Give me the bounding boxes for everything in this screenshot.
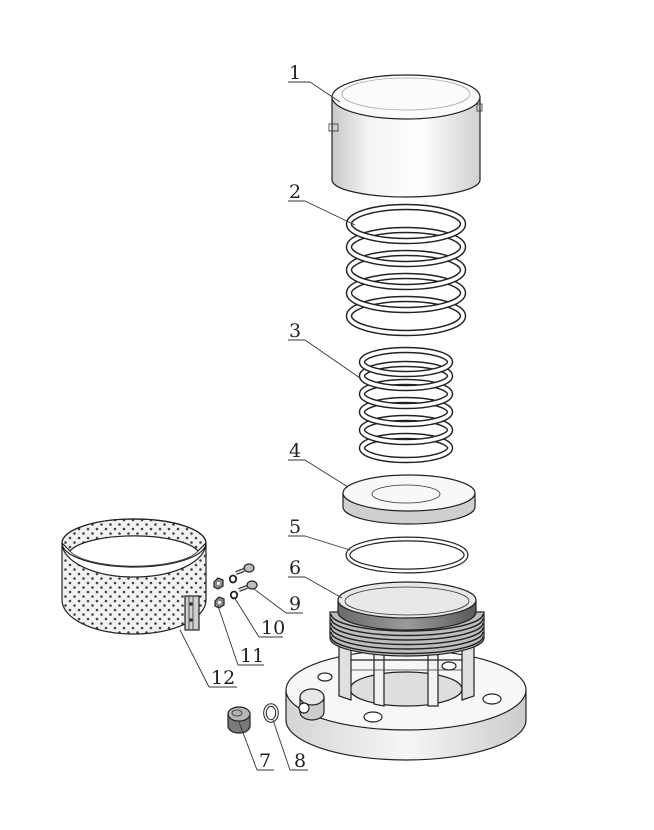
thread-groove xyxy=(330,627,484,646)
part-10-washers xyxy=(228,574,239,600)
callout-7: 7 xyxy=(259,750,271,772)
spring-coil xyxy=(360,348,452,376)
callout-6: 6 xyxy=(289,557,301,579)
part-6-flange-body xyxy=(285,581,527,761)
callout-3: 3 xyxy=(289,320,301,342)
callout-4: 4 xyxy=(289,440,301,462)
spring-coil xyxy=(347,297,465,335)
callout-11: 11 xyxy=(240,645,264,667)
part-12-perforated-band xyxy=(61,518,207,635)
callout-labels: 1 2 3 4 5 6 7 8 9 10 11 12 xyxy=(211,62,306,772)
thread-groove xyxy=(330,618,484,637)
part-1-cap xyxy=(328,74,483,198)
part-3-small-spring xyxy=(358,346,454,464)
spring-coil xyxy=(347,274,465,312)
callout-12: 12 xyxy=(211,667,235,689)
spring-coil xyxy=(347,251,465,289)
callout-5: 5 xyxy=(289,516,301,538)
spring-coil xyxy=(360,416,452,444)
spring-coil xyxy=(360,398,452,426)
leader-lines xyxy=(179,81,361,771)
part-2-large-spring xyxy=(345,203,467,337)
spring-coil xyxy=(360,380,452,408)
thread-groove xyxy=(330,622,484,641)
thread-groove xyxy=(330,631,484,650)
part-11-nuts xyxy=(213,577,225,609)
callout-10: 10 xyxy=(261,617,285,639)
thread-groove xyxy=(330,613,484,632)
callout-2: 2 xyxy=(289,181,301,203)
part-8-seal-washer xyxy=(263,703,279,723)
part-9-screws xyxy=(235,563,258,592)
callout-9: 9 xyxy=(289,593,301,615)
part-5-o-ring xyxy=(345,536,469,574)
callout-8: 8 xyxy=(294,750,306,772)
part-7-plug xyxy=(227,706,251,734)
callout-1: 1 xyxy=(289,62,301,84)
spring-coil xyxy=(347,205,465,243)
spring-coil xyxy=(360,362,452,390)
spring-coil xyxy=(347,228,465,266)
spring-coil xyxy=(360,434,452,462)
thread-groove xyxy=(330,636,484,655)
part-4-washer-plate xyxy=(342,474,476,525)
